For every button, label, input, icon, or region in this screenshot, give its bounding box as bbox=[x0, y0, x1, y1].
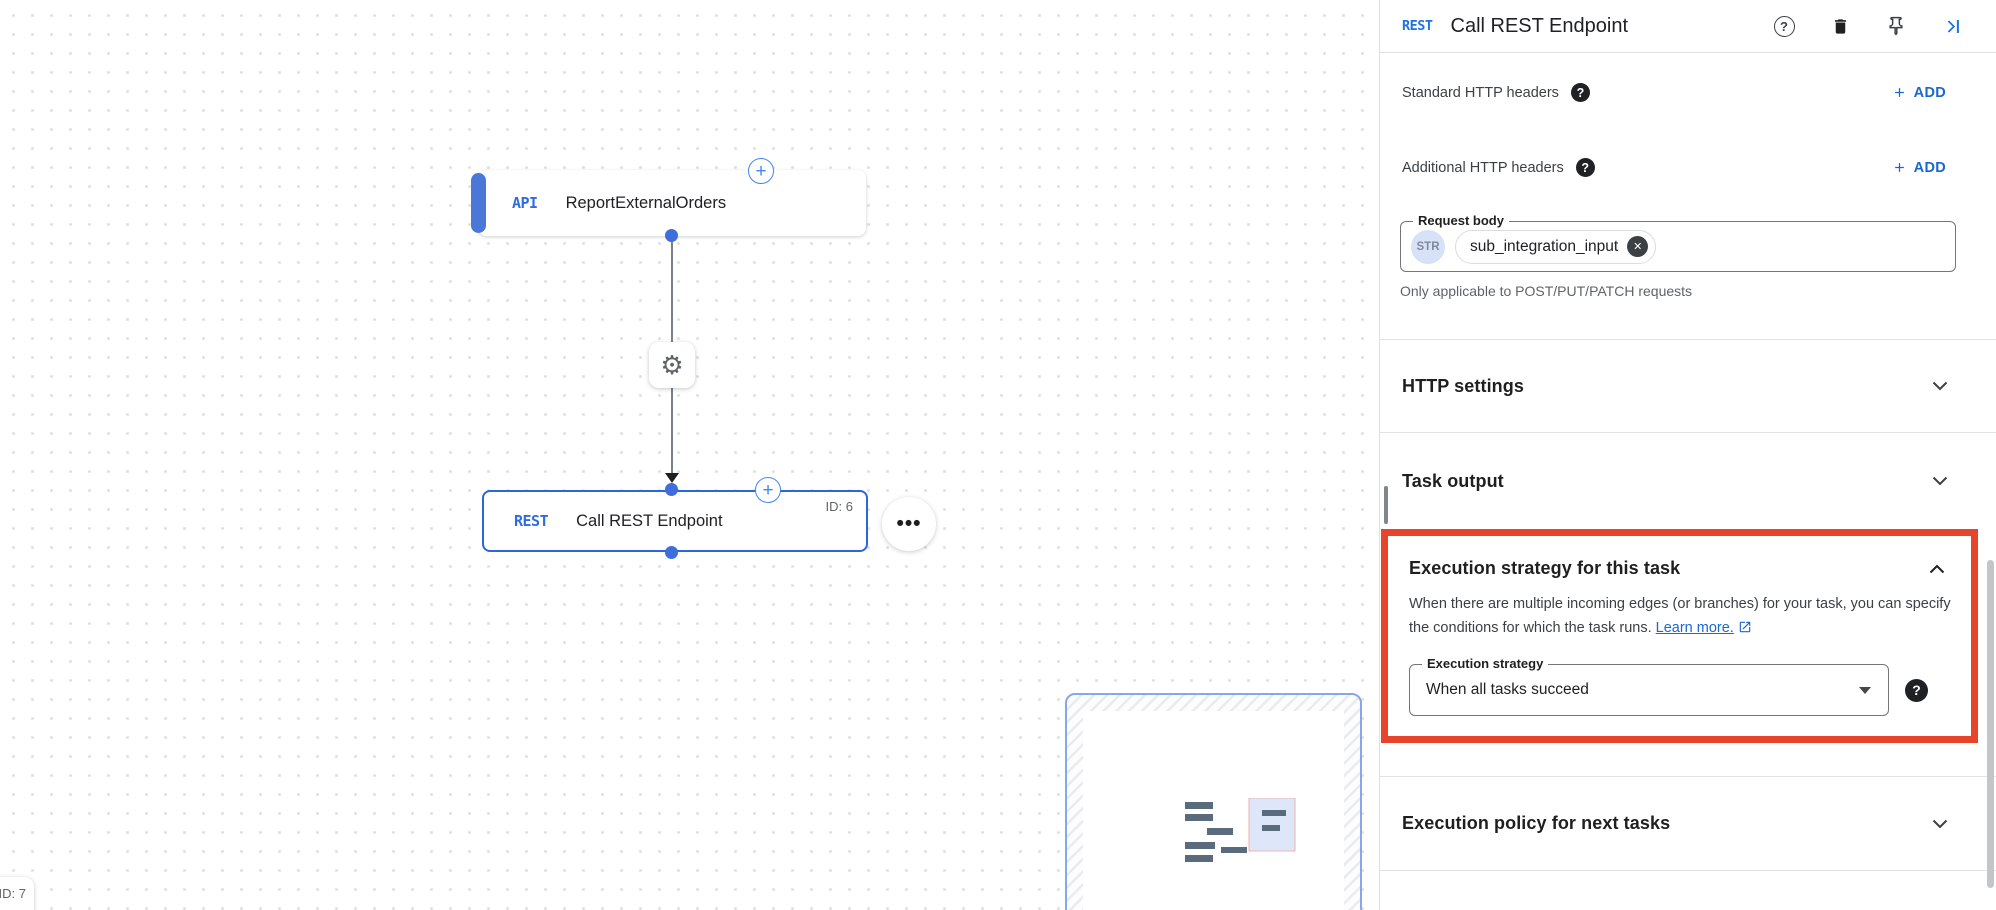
help-icon[interactable]: ? bbox=[1905, 678, 1928, 702]
node-call-rest-endpoint[interactable]: REST Call REST Endpoint ID: 6 bbox=[482, 490, 868, 552]
request-body-field[interactable]: Request body STR sub_integration_input ✕ bbox=[1400, 213, 1956, 272]
node-id-badge: ID: 7 bbox=[0, 886, 26, 901]
output-port[interactable] bbox=[665, 229, 678, 242]
node-report-external-orders[interactable]: API ReportExternalOrders bbox=[471, 170, 866, 236]
trash-icon bbox=[1834, 18, 1846, 34]
execution-strategy-dropdown[interactable]: Execution strategy When all tasks succee… bbox=[1409, 656, 1889, 716]
help-button[interactable]: ? bbox=[1772, 14, 1796, 38]
chevron-up-icon bbox=[1929, 564, 1945, 574]
help-icon: ? bbox=[1773, 15, 1795, 37]
edge-arrowhead bbox=[665, 473, 679, 483]
chevron-down-icon bbox=[1932, 381, 1948, 391]
learn-more-link[interactable]: Learn more. bbox=[1655, 620, 1734, 636]
pin-icon bbox=[1889, 16, 1903, 36]
node-title: ReportExternalOrders bbox=[565, 193, 727, 212]
add-standard-header-button[interactable]: ADD bbox=[1892, 85, 1946, 101]
additional-http-headers-row: Additional HTTP headers ? ADD bbox=[1380, 158, 1996, 177]
standard-http-headers-row: Standard HTTP headers ? ADD bbox=[1380, 83, 1996, 102]
variable-chip[interactable]: sub_integration_input ✕ bbox=[1455, 229, 1657, 264]
output-port[interactable] bbox=[665, 546, 678, 559]
rest-task-icon: REST bbox=[514, 512, 549, 530]
request-body-hint: Only applicable to POST/PUT/PATCH reques… bbox=[1400, 283, 1693, 299]
section-http-settings[interactable]: HTTP settings bbox=[1380, 340, 1996, 432]
section-execution-policy[interactable]: Execution policy for next tasks bbox=[1380, 777, 1996, 870]
input-port[interactable] bbox=[665, 483, 678, 496]
section-execution-strategy[interactable]: Execution strategy for this task bbox=[1388, 536, 1971, 579]
edge-gear-icon[interactable]: ⚙ bbox=[649, 342, 695, 388]
note-list-illustration bbox=[1185, 798, 1296, 862]
collapse-right-icon bbox=[1947, 19, 1959, 33]
section-task-output[interactable]: Task output bbox=[1380, 433, 1996, 529]
divider bbox=[1380, 339, 1996, 340]
execution-strategy-value: When all tasks succeed bbox=[1426, 681, 1589, 698]
node-id-badge: ID: 6 bbox=[825, 499, 853, 514]
add-additional-header-button[interactable]: ADD bbox=[1892, 160, 1946, 176]
panel-scrollbar[interactable] bbox=[1987, 560, 1994, 888]
plus-icon bbox=[1894, 88, 1904, 97]
add-task-icon[interactable]: + bbox=[755, 477, 781, 503]
plus-icon bbox=[1894, 163, 1904, 172]
node-partial-id7[interactable]: ID: 7 bbox=[0, 877, 34, 910]
divider bbox=[1380, 776, 1996, 777]
help-icon[interactable]: ? bbox=[1575, 158, 1595, 177]
rest-task-icon: REST bbox=[1402, 18, 1433, 34]
api-trigger-icon: API bbox=[512, 194, 538, 212]
pin-panel-button[interactable] bbox=[1884, 14, 1908, 38]
add-task-icon[interactable]: + bbox=[748, 158, 774, 184]
node-title: Call REST Endpoint bbox=[576, 511, 723, 530]
workflow-canvas[interactable]: API ReportExternalOrders + ⚙ REST Call R… bbox=[0, 0, 1379, 910]
panel-header: REST Call REST Endpoint ? bbox=[1380, 0, 1996, 53]
dropdown-caret-icon bbox=[1859, 687, 1871, 694]
execution-strategy-highlight: Execution strategy for this task When th… bbox=[1381, 529, 1978, 743]
node-context-menu-button[interactable]: ••• bbox=[882, 497, 936, 551]
remove-variable-icon[interactable]: ✕ bbox=[1627, 236, 1649, 257]
execution-strategy-field-row: Execution strategy When all tasks succee… bbox=[1409, 656, 1950, 716]
execution-strategy-legend: Execution strategy bbox=[1422, 656, 1549, 671]
request-body-legend: Request body bbox=[1413, 213, 1509, 228]
help-icon[interactable]: ? bbox=[1570, 83, 1590, 102]
collapse-panel-button[interactable] bbox=[1940, 14, 1964, 38]
additional-http-headers-label: Additional HTTP headers bbox=[1402, 159, 1564, 176]
dropzone-placeholder bbox=[1065, 693, 1362, 910]
chevron-down-icon bbox=[1932, 819, 1948, 829]
more-dots-icon: ••• bbox=[896, 512, 922, 535]
execution-strategy-description: When there are multiple incoming edges (… bbox=[1409, 592, 1957, 642]
panel-scroll-indicator bbox=[1384, 486, 1388, 524]
node-accent-bar bbox=[471, 173, 486, 233]
variable-chip-label: sub_integration_input bbox=[1470, 237, 1619, 255]
canvas-panel-divider bbox=[1379, 0, 1380, 910]
chevron-down-icon bbox=[1932, 476, 1948, 486]
standard-http-headers-label: Standard HTTP headers bbox=[1402, 84, 1559, 101]
task-config-panel: REST Call REST Endpoint ? Standard HTTP … bbox=[1380, 0, 1996, 910]
panel-title: Call REST Endpoint bbox=[1450, 14, 1629, 37]
divider bbox=[1380, 870, 1996, 871]
string-type-chip: STR bbox=[1411, 229, 1445, 264]
divider bbox=[1380, 432, 1996, 433]
delete-task-button[interactable] bbox=[1828, 14, 1852, 38]
external-link-icon bbox=[1738, 618, 1752, 642]
